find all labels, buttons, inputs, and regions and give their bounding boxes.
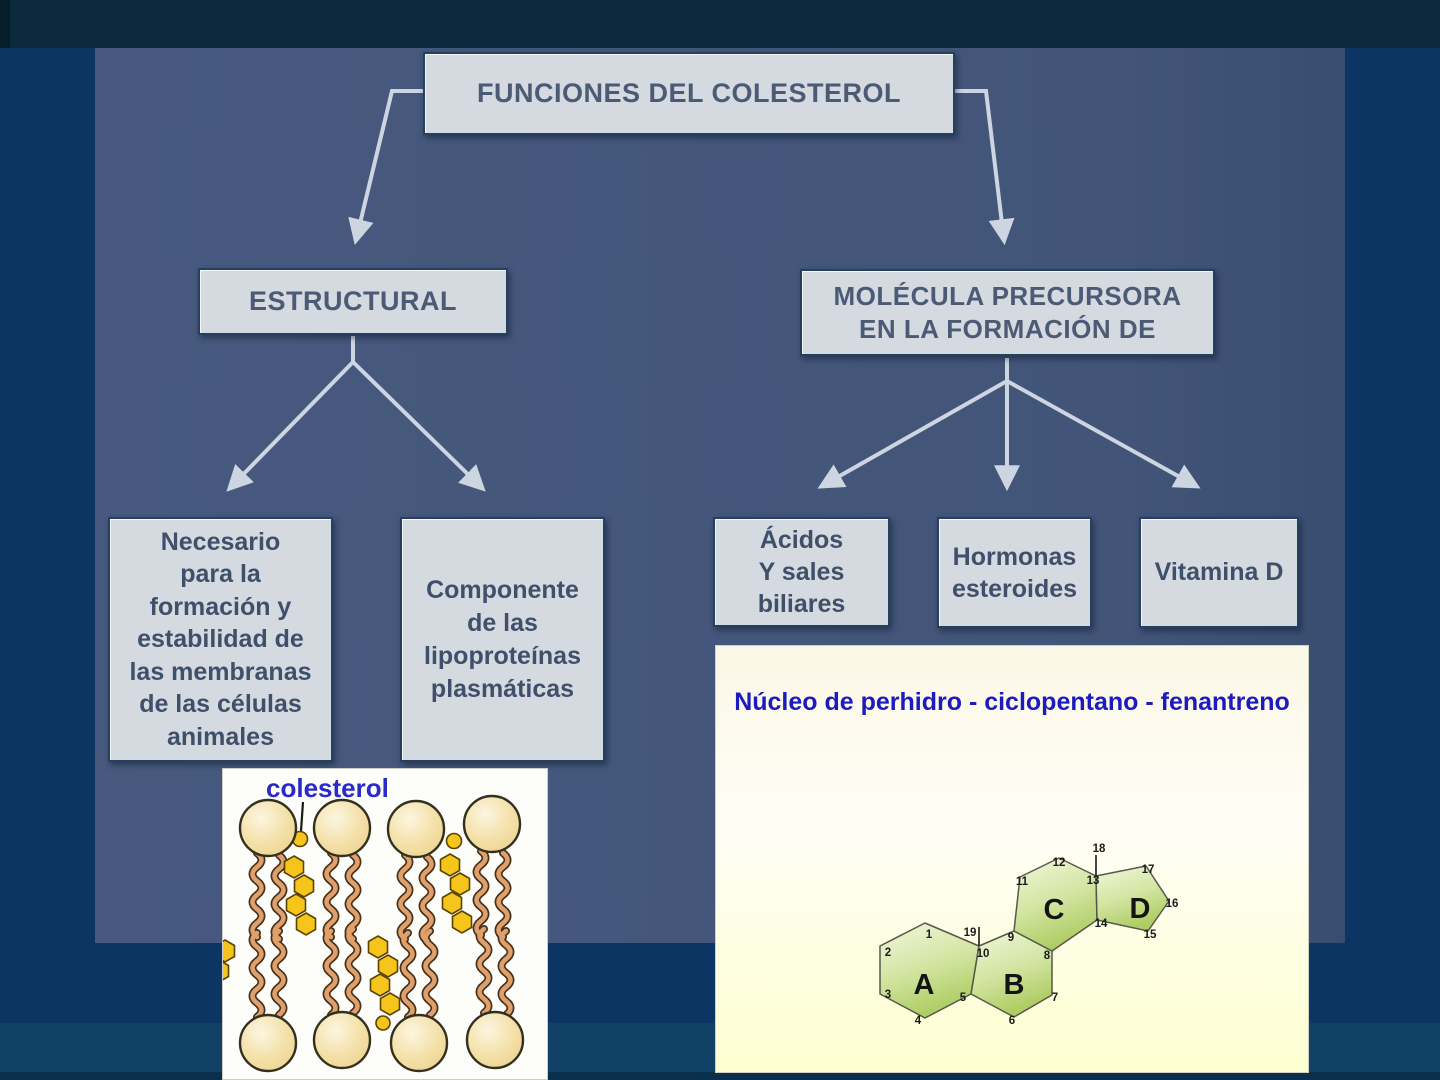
head-top-3	[386, 799, 446, 859]
head-bottom-4	[465, 1010, 525, 1070]
ring-d-shape	[1095, 865, 1170, 932]
membrane-figure-panel: colesterol	[222, 768, 548, 1080]
estructural-box: ESTRUCTURAL	[198, 268, 508, 335]
carbon-9: 9	[1008, 932, 1014, 944]
flowchart-root-box: FUNCIONES DEL COLESTEROL	[423, 52, 955, 135]
vitamina-d-label: Vitamina D	[1154, 558, 1284, 586]
head-top-1	[238, 798, 298, 858]
carbon-17: 17	[1142, 864, 1155, 876]
carbon-19: 19	[964, 927, 977, 939]
head-bottom-2	[312, 1010, 372, 1070]
ring-c-letter: C	[1044, 894, 1065, 926]
acidos-biliares-box: Ácidos Y sales biliares	[713, 517, 890, 627]
cholesterol-molecules	[223, 801, 473, 1031]
steroid-panel-title: Núcleo de perhidro - ciclopentano - fena…	[734, 688, 1290, 716]
membrane-figure	[223, 794, 525, 1073]
bottom-band-dark	[0, 1072, 1440, 1080]
flowchart-root-label: FUNCIONES DEL COLESTEROL	[476, 78, 902, 108]
carbon-5: 5	[960, 992, 967, 1004]
carbon-7: 7	[1052, 992, 1058, 1004]
carbon-18: 18	[1093, 843, 1106, 855]
head-bottom-1	[238, 1013, 298, 1073]
top-bar	[0, 0, 1440, 48]
carbon-10: 10	[977, 948, 990, 960]
carbon-11: 11	[1016, 876, 1029, 888]
vitamina-d-box: Vitamina D	[1139, 517, 1299, 628]
phospholipid-heads	[238, 794, 525, 1073]
carbon-8: 8	[1044, 950, 1051, 962]
molecula-precursora-box: MOLÉCULA PRECURSORA EN LA FORMACIÓN DE	[800, 269, 1215, 356]
arrow-to-vitamina	[1006, 379, 1201, 489]
head-top-4	[462, 794, 522, 854]
carbon-13: 13	[1087, 875, 1100, 887]
top-bar-edge	[0, 0, 10, 48]
estructural-label: ESTRUCTURAL	[249, 286, 457, 316]
colesterol-label: colesterol	[266, 773, 389, 803]
hormonas-label: Hormonas esteroides	[951, 542, 1078, 603]
ring-b-letter: B	[1004, 969, 1025, 1001]
ring-d-letter: D	[1130, 893, 1151, 925]
carbon-14: 14	[1095, 918, 1108, 930]
acidos-biliares-label: Ácidos Y sales biliares	[757, 526, 846, 618]
lipoproteinas-label: Componente de las lipoproteínas plasmáti…	[424, 575, 581, 703]
steroid-nucleus-diagram: A B C D 1 2 3 4 5 6 7 8 9 10 11 12 13 14…	[879, 843, 1179, 1027]
hormonas-box: Hormonas esteroides	[937, 517, 1092, 628]
carbon-2: 2	[885, 947, 891, 959]
arrow-root-to-molecula	[955, 89, 1015, 246]
head-top-2	[312, 798, 372, 858]
carbon-16: 16	[1166, 898, 1179, 910]
arrow-to-necesario	[226, 360, 355, 492]
arrow-to-acidos	[817, 379, 1008, 489]
arrow-to-componente	[351, 360, 486, 492]
carbon-1: 1	[926, 929, 933, 941]
steroid-nucleus-panel: Núcleo de perhidro - ciclopentano - fena…	[715, 645, 1309, 1073]
ring-a-letter: A	[914, 969, 935, 1001]
head-bottom-3	[389, 1013, 449, 1073]
lipoproteinas-box: Componente de las lipoproteínas plasmáti…	[400, 517, 605, 762]
membranas-label: Necesario para la formación y estabilida…	[129, 527, 312, 751]
carbon-12: 12	[1053, 857, 1066, 869]
membranas-box: Necesario para la formación y estabilida…	[108, 517, 333, 762]
molecula-precursora-label: MOLÉCULA PRECURSORA EN LA FORMACIÓN DE	[833, 280, 1182, 344]
carbon-15: 15	[1144, 929, 1157, 941]
carbon-6: 6	[1009, 1015, 1015, 1027]
carbon-3: 3	[885, 989, 891, 1001]
carbon-4: 4	[915, 1015, 922, 1027]
cholesterol-molecule-3	[439, 832, 473, 934]
cholesterol-partial-left	[223, 939, 236, 983]
arrow-root-to-estructural	[348, 89, 423, 246]
cholesterol-molecule-2	[367, 935, 401, 1031]
